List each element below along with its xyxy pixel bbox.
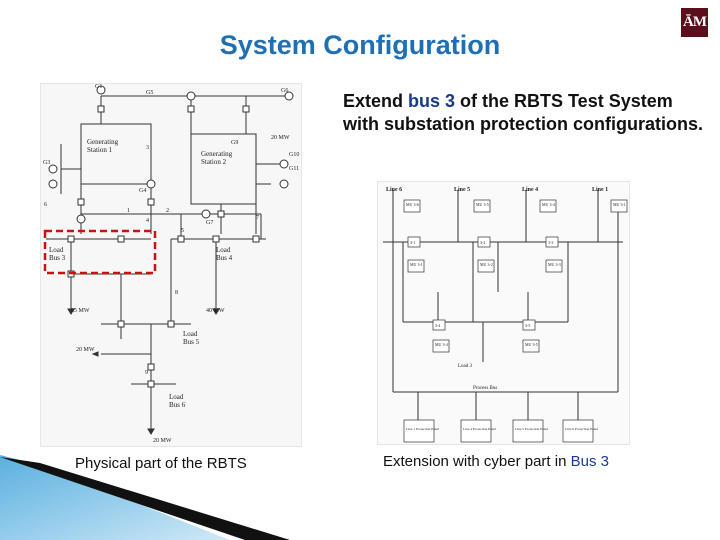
bus3-cyber-svg: Line 6 Line 5 Line 4 Line 1 MU 3-6 MU 3-… [383,187,628,443]
description-part1: Extend [343,91,409,111]
label-line-4: 4 [146,218,149,224]
right-caption-bus: Bus 3 [570,453,609,470]
label-line-6: 6 [44,202,47,208]
label-20mw-bus5: 20 MW [76,347,95,353]
mu-mid-2-label: MU 3-3 [548,262,561,267]
bus3-cyber-diagram: Line 6 Line 5 Line 4 Line 1 MU 3-6 MU 3-… [377,181,630,445]
label-line-2: 2 [166,208,169,214]
breaker-low-1 [522,319,536,331]
protection-panel-2-label: Line 5 Protection Panel [515,427,548,431]
label-85mw: 85 MW [71,308,90,314]
label-load-bus-5b: Bus 5 [183,338,200,346]
mu-top-3 [610,199,628,213]
label-gen-station-1b: Station 1 [87,146,113,154]
label-line-9: 9 [145,370,148,376]
protection-panel-1 [460,419,492,443]
breaker-mid-1 [477,236,491,248]
breaker-low-1-label: 3-5 [525,323,530,328]
process-bus-label: Process Bus [473,386,497,391]
protection-panel-0 [403,419,435,443]
label-20mw-bus6: 20 MW [153,438,172,444]
label-line-1: 1 [127,208,130,214]
label-line-7: 7 [256,215,259,221]
label-load-bus-3a: Load [49,246,64,254]
label-line-8: 8 [175,290,178,296]
label-load-bus-3b: Bus 3 [49,254,66,262]
mu-low-1-label: MU 3-5 [525,342,538,347]
description-part2: of the RBTS Test System with substation … [343,91,703,134]
label-line-3: 3 [146,145,149,151]
label-load-bus-5a: Load [183,330,198,338]
rbts-diagram-svg: G1 G5 G6 G9 G10 G11 G7 G3 G4 20 MW Gener… [43,84,299,444]
mu-top-0 [403,199,421,213]
line-label-1: Line 5 [454,187,470,193]
label-g6: G6 [281,88,288,94]
protection-panel-3 [562,419,594,443]
label-g7: G7 [206,220,213,226]
decorative-swoosh [0,455,290,540]
breaker-low-0 [432,319,446,331]
label-load-bus-4b: Bus 4 [216,254,233,262]
protection-panel-2 [512,419,544,443]
label-g10: G10 [289,152,299,158]
label-gen-station-2b: Station 2 [201,158,227,166]
mu-mid-1 [477,259,495,273]
right-figure-caption: Extension with cyber part in Bus 3 [383,453,609,470]
mu-top-0-label: MU 3-6 [406,202,419,207]
mu-low-0-label: MU 3-4 [435,342,448,347]
label-g9: G9 [231,140,238,146]
mu-mid-0-label: MU 3-1 [410,262,423,267]
mu-top-1 [473,199,491,213]
label-g5: G5 [146,90,153,96]
left-figure-caption: Physical part of the RBTS [75,455,247,472]
generating-station-1-box [80,123,152,185]
protection-panel-3-label: Line 6 Protection Panel [565,427,598,431]
protection-panel-0-label: Line 1 Protection Panel [406,427,439,431]
protection-panel-1-label: Line 4 Protection Panel [463,427,496,431]
label-g1: G1 [95,84,102,90]
breaker-mid-1-label: 3-2 [480,240,485,245]
label-g3: G3 [43,160,50,166]
label-20mw: 20 MW [271,135,290,141]
mu-mid-1-label: MU 3-2 [480,262,493,267]
label-gen-station-1a: Generating [87,138,119,146]
bus-3-highlight-box [43,229,157,275]
breaker-low-0-label: 3-4 [435,323,440,328]
logo-text: ĀM [683,14,707,30]
mu-low-0 [432,339,450,353]
mu-top-2-label: MU 3-4 [542,202,555,207]
mu-top-1-label: MU 3-5 [476,202,489,207]
line-label-0: Line 6 [386,187,402,193]
breaker-mid-0-label: 3-1 [410,240,415,245]
mu-mid-0 [407,259,425,273]
breaker-mid-0 [407,236,421,248]
generator-g1-symbol [96,85,106,95]
label-load-bus-6a: Load [169,393,184,401]
right-caption-prefix: Extension with cyber part in [383,453,571,470]
label-g11: G11 [289,166,299,172]
generating-station-2-box [190,133,257,205]
mu-low-1 [522,339,540,353]
university-logo: ĀM [681,8,708,37]
mu-top-3-label: MU 3-1 [613,202,626,207]
label-40mw: 40 MW [206,308,225,314]
slide-title: System Configuration [219,30,501,60]
mu-top-2 [539,199,557,213]
label-gen-station-2a: Generating [201,150,233,158]
label-load-bus-6b: Bus 6 [169,401,186,409]
description-bus-word: bus 3 [408,91,456,111]
breaker-mid-2-label: 3-3 [548,240,553,245]
mu-mid-2 [545,259,563,273]
line-label-3: Line 1 [592,187,608,193]
line-label-2: Line 4 [522,187,538,193]
label-load-bus-4a: Load [216,246,231,254]
breaker-mid-2 [545,236,559,248]
rbts-physical-diagram: G1 G5 G6 G9 G10 G11 G7 G3 G4 20 MW Gener… [40,83,302,447]
description-text: Extend bus 3 of the RBTS Test System wit… [343,90,703,136]
label-line-5: 5 [181,228,184,234]
load-3-label: Load 3 [458,364,473,369]
label-g4: G4 [139,188,146,194]
